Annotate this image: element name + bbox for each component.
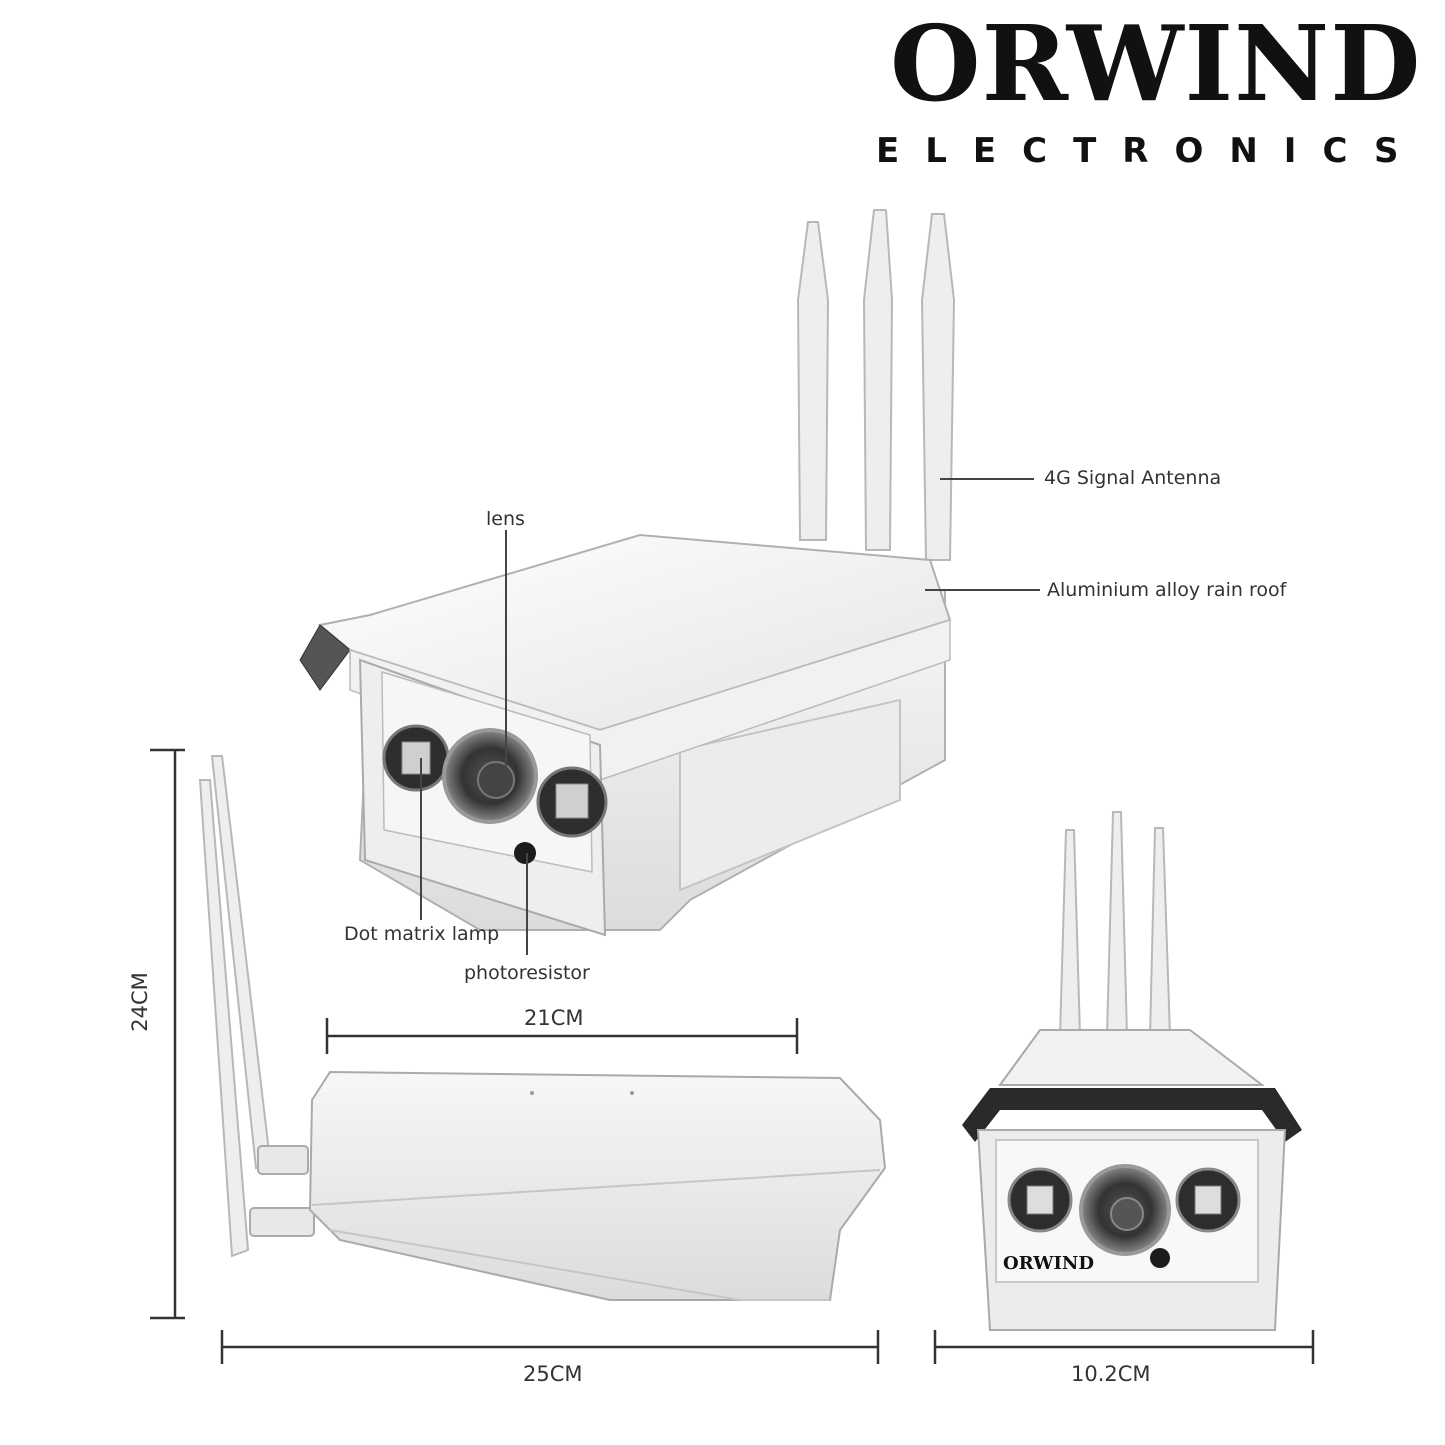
side-view-camera-illustration — [198, 755, 887, 1301]
main-camera-illustration — [299, 209, 956, 937]
front-view-camera-illustration — [962, 811, 1302, 1331]
dimension-line-body-length — [325, 1018, 799, 1054]
brand-logo-subtitle: ELECTRONICS — [876, 131, 1425, 171]
main-camera-right-lamp — [536, 766, 608, 838]
dimension-line-height — [150, 748, 185, 1320]
main-camera-photoresistor — [514, 842, 536, 864]
side-view-antennas — [198, 755, 272, 1258]
callout-lamp: Dot matrix lamp — [344, 923, 500, 945]
dimension-width-label: 10.2CM — [1071, 1362, 1151, 1386]
dimension-total-length-label: 25CM — [523, 1362, 583, 1386]
callout-antenna: 4G Signal Antenna — [1044, 467, 1222, 489]
front-view-antennas — [1058, 811, 1172, 1037]
main-camera-lens — [442, 728, 538, 824]
front-view-lens — [1079, 1164, 1171, 1256]
front-view-right-lamp — [1175, 1167, 1241, 1233]
dimension-body-length-label: 21CM — [524, 1006, 584, 1030]
brand-logo-name: ORWIND — [890, 2, 1422, 125]
dimension-height-label: 24CM — [127, 972, 152, 1032]
front-view-left-lamp — [1007, 1167, 1073, 1233]
callout-roof: Aluminium alloy rain roof — [1047, 579, 1287, 601]
callout-photoresistor: photoresistor — [464, 962, 590, 984]
callout-lens: lens — [486, 508, 525, 530]
front-view-photoresistor — [1150, 1248, 1170, 1268]
dimension-line-total-length — [220, 1330, 880, 1364]
dimension-line-width — [933, 1330, 1315, 1364]
main-camera-antennas — [796, 209, 956, 561]
main-camera-left-lamp — [382, 724, 450, 792]
front-camera-brand-mark: ORWIND — [1003, 1253, 1094, 1274]
